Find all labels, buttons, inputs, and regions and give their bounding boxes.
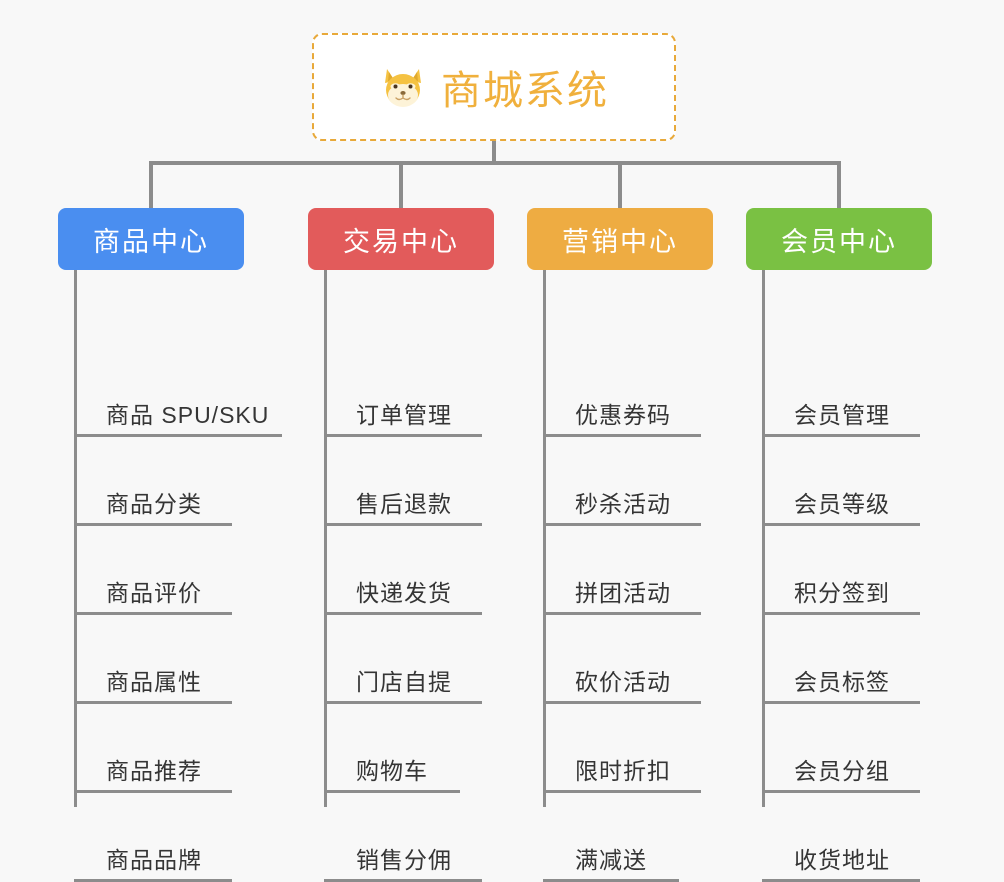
- leaf-spine: [543, 270, 546, 807]
- connector-drop-marketing-center: [618, 161, 622, 209]
- leaf-label: 购物车: [356, 758, 428, 784]
- leaf-label: 商品推荐: [106, 758, 202, 784]
- leaf-label: 满减送: [575, 847, 647, 873]
- leaf-label: 快递发货: [356, 580, 452, 606]
- category-label: 营销中心: [562, 226, 678, 257]
- leaf-label: 门店自提: [356, 669, 452, 695]
- connector-root-stem: [492, 141, 496, 164]
- leaf-item[interactable]: 商品属性: [74, 663, 232, 704]
- leaf-item[interactable]: 满减送: [543, 841, 679, 882]
- leaf-item[interactable]: 商品 SPU/SKU: [74, 396, 282, 437]
- leaf-item[interactable]: 商品推荐: [74, 752, 232, 793]
- category-header-trade-center[interactable]: 交易中心: [308, 208, 494, 270]
- dog-face-icon: [379, 63, 427, 111]
- leaf-group-product-center: 商品 SPU/SKU 商品分类 商品评价 商品属性 商品推荐 商品品牌: [58, 270, 282, 882]
- leaf-label: 商品评价: [106, 580, 202, 606]
- leaf-label: 会员分组: [794, 758, 890, 784]
- leaf-label: 商品分类: [106, 491, 202, 517]
- leaf-label: 商品品牌: [106, 847, 202, 873]
- leaf-item[interactable]: 商品评价: [74, 574, 232, 615]
- leaf-item[interactable]: 商品分类: [74, 485, 232, 526]
- leaf-item[interactable]: 销售分佣: [324, 841, 482, 882]
- connector-drop-member-center: [837, 161, 841, 209]
- leaf-label: 销售分佣: [356, 847, 452, 873]
- leaf-label: 商品 SPU/SKU: [106, 402, 270, 428]
- root-title: 商城系统: [441, 69, 609, 113]
- leaf-item[interactable]: 门店自提: [324, 663, 482, 704]
- leaf-label: 会员管理: [794, 402, 890, 428]
- leaf-item[interactable]: 限时折扣: [543, 752, 701, 793]
- leaf-group-member-center: 会员管理 会员等级 积分签到 会员标签 会员分组 收货地址: [746, 270, 932, 882]
- category-label: 交易中心: [343, 226, 459, 257]
- root-node-商城系统[interactable]: 商城系统: [312, 33, 676, 141]
- leaf-item[interactable]: 积分签到: [762, 574, 920, 615]
- leaf-label: 积分签到: [794, 580, 890, 606]
- column-member-center: 会员中心 会员管理 会员等级 积分签到 会员标签 会员分组 收货地址: [746, 208, 932, 882]
- leaf-item[interactable]: 会员管理: [762, 396, 920, 437]
- leaf-label: 秒杀活动: [575, 491, 671, 517]
- leaf-label: 会员标签: [794, 669, 890, 695]
- connector-drop-product-center: [149, 161, 153, 209]
- leaf-label: 订单管理: [356, 402, 452, 428]
- leaf-item[interactable]: 售后退款: [324, 485, 482, 526]
- leaf-label: 商品属性: [106, 669, 202, 695]
- leaf-spine: [74, 270, 77, 807]
- leaf-item[interactable]: 商品品牌: [74, 841, 232, 882]
- category-label: 商品中心: [93, 226, 209, 257]
- leaf-spine: [762, 270, 765, 807]
- leaf-item[interactable]: 快递发货: [324, 574, 482, 615]
- category-header-marketing-center[interactable]: 营销中心: [527, 208, 713, 270]
- leaf-item[interactable]: 秒杀活动: [543, 485, 701, 526]
- leaf-item[interactable]: 会员标签: [762, 663, 920, 704]
- leaf-label: 收货地址: [794, 847, 890, 873]
- category-header-product-center[interactable]: 商品中心: [58, 208, 244, 270]
- leaf-item[interactable]: 会员等级: [762, 485, 920, 526]
- leaf-label: 砍价活动: [575, 669, 671, 695]
- org-chart-canvas: 商城系统 商品中心 商品 SPU/SKU 商品分类 商品评价 商品属性 商品推荐…: [58, 33, 932, 882]
- leaf-spine: [324, 270, 327, 807]
- leaf-label: 优惠券码: [575, 402, 671, 428]
- leaf-item[interactable]: 订单管理: [324, 396, 482, 437]
- leaf-group-marketing-center: 优惠券码 秒杀活动 拼团活动 砍价活动 限时折扣 满减送: [527, 270, 713, 882]
- leaf-item[interactable]: 砍价活动: [543, 663, 701, 704]
- leaf-label: 限时折扣: [575, 758, 671, 784]
- column-trade-center: 交易中心 订单管理 售后退款 快递发货 门店自提 购物车 销售分佣: [308, 208, 494, 882]
- connector-drop-trade-center: [399, 161, 403, 209]
- leaf-label: 售后退款: [356, 491, 452, 517]
- leaf-item[interactable]: 优惠券码: [543, 396, 701, 437]
- column-marketing-center: 营销中心 优惠券码 秒杀活动 拼团活动 砍价活动 限时折扣 满减送: [527, 208, 713, 882]
- leaf-label: 会员等级: [794, 491, 890, 517]
- column-product-center: 商品中心 商品 SPU/SKU 商品分类 商品评价 商品属性 商品推荐 商品品牌: [58, 208, 282, 882]
- leaf-item[interactable]: 拼团活动: [543, 574, 701, 615]
- leaf-item[interactable]: 购物车: [324, 752, 460, 793]
- category-label: 会员中心: [781, 226, 897, 257]
- category-header-member-center[interactable]: 会员中心: [746, 208, 932, 270]
- connector-horizontal-bus: [149, 161, 839, 165]
- leaf-label: 拼团活动: [575, 580, 671, 606]
- leaf-group-trade-center: 订单管理 售后退款 快递发货 门店自提 购物车 销售分佣: [308, 270, 494, 882]
- leaf-item[interactable]: 会员分组: [762, 752, 920, 793]
- leaf-item[interactable]: 收货地址: [762, 841, 920, 882]
